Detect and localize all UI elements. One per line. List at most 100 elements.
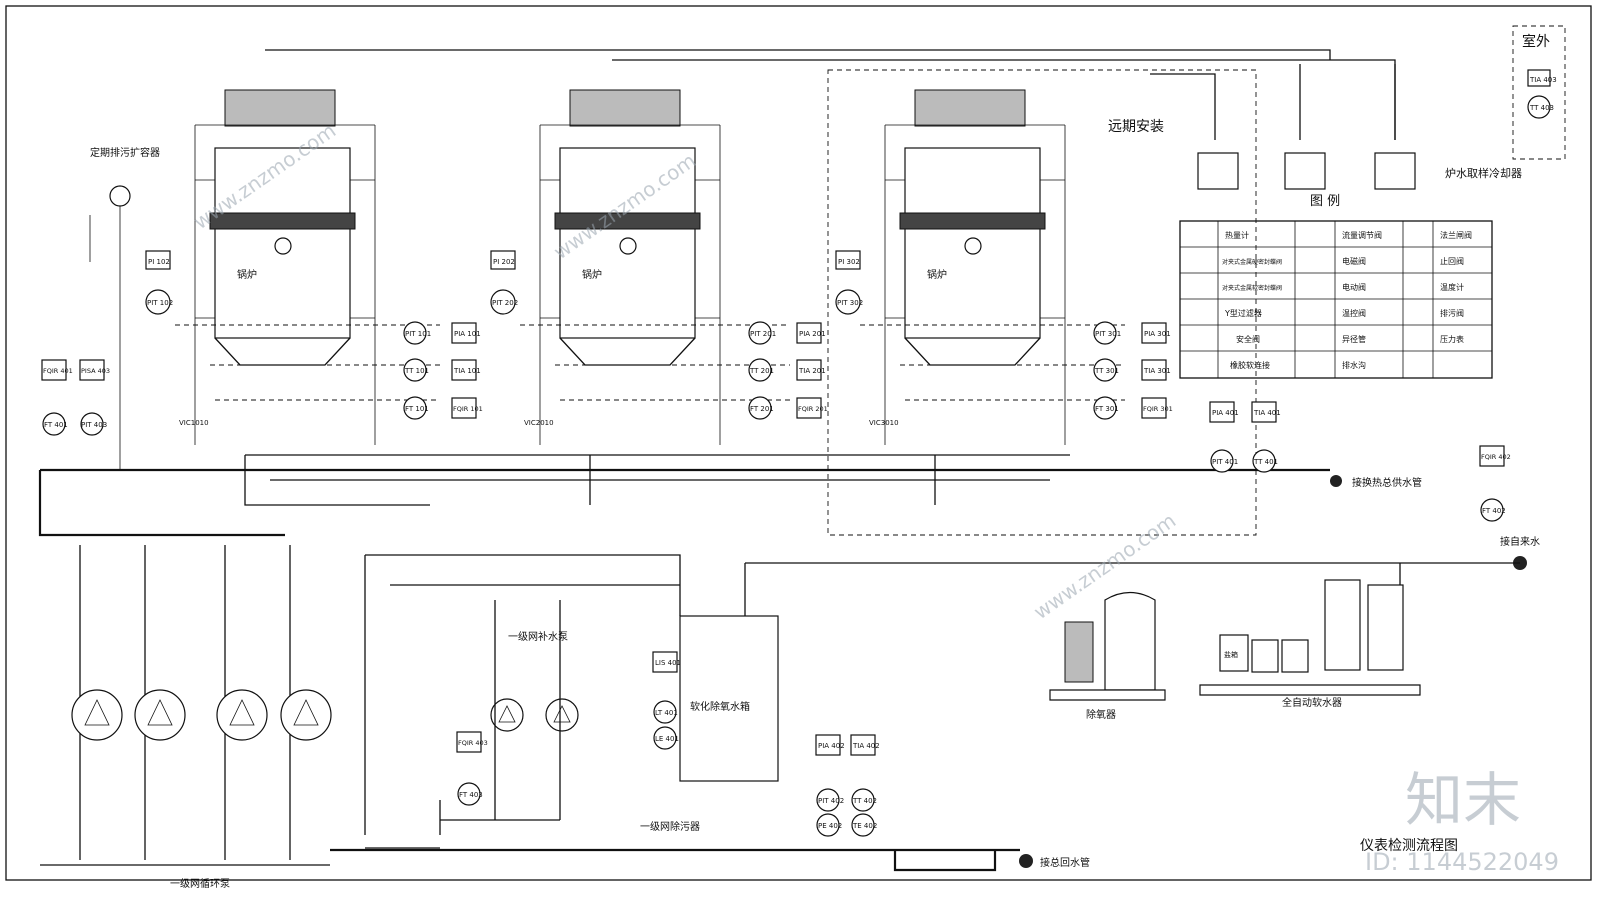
pia-101-label: PIA 101	[454, 330, 481, 338]
pia-201-box	[796, 322, 822, 344]
pit-302-label: PIT 302	[837, 299, 863, 307]
makeup-pump-label: 一级网补水泵	[508, 630, 568, 643]
drawing-frame	[5, 5, 1592, 881]
pit-403-circle	[80, 412, 104, 436]
ft-403-circle	[457, 782, 481, 806]
legend-item: 电磁阀	[1342, 256, 1366, 266]
boiler-branch-pipes	[195, 124, 1065, 319]
tia-402-label: TIA 402	[852, 742, 880, 750]
pit-403-label: PIT 403	[81, 421, 107, 429]
tt-403-circle	[1527, 95, 1551, 119]
tia-403-label: TIA 403	[1529, 76, 1557, 84]
tank-pipes	[364, 554, 681, 849]
tia-403-box	[1527, 69, 1551, 87]
lt-401-label: LT 401	[655, 709, 678, 717]
legend-item: 对夹式金属软密封蝶阀	[1222, 284, 1282, 292]
pit-102-circle	[145, 289, 171, 315]
tia-201-box	[796, 359, 822, 381]
tia-301-label: TIA 301	[1143, 367, 1171, 375]
fqir-401-label: FQIR 401	[43, 367, 73, 375]
vic-3010-label: VIC3010	[869, 419, 899, 427]
from-tap-label: 接自来水	[1500, 535, 1540, 548]
return-header-bottom	[330, 848, 1020, 872]
fqir-401-box	[41, 359, 67, 381]
te-402-label: TE 402	[852, 822, 877, 830]
salt-tank-2	[1251, 639, 1279, 673]
tt-401-label: TT 401	[1253, 458, 1278, 466]
legend-item: 温度计	[1440, 282, 1464, 292]
pi-102-label: PI 102	[148, 258, 170, 266]
outdoor-box	[1512, 25, 1566, 160]
pi-202-label: PI 202	[493, 258, 515, 266]
pi-202-box	[490, 250, 516, 270]
supply-connection-icon	[1330, 475, 1342, 487]
salt-tank-label: 盐箱	[1224, 650, 1238, 659]
tia-201-label: TIA 201	[798, 367, 826, 375]
salt-tank-1	[1219, 634, 1249, 672]
outdoor-label: 室外	[1522, 33, 1550, 50]
circulation-pump-label: 一级网循环泵	[170, 877, 230, 890]
tia-402-box	[850, 734, 876, 756]
pia-301-box	[1141, 322, 1167, 344]
ft-101-label: FT 101	[405, 405, 429, 413]
fqir-403-box	[456, 731, 482, 753]
softener-column-2	[1367, 584, 1404, 671]
legend-item: 温控阀	[1342, 308, 1366, 318]
pit-101-label: PIT 101	[405, 330, 431, 338]
tt-201-circle	[748, 358, 772, 382]
deaerator-pump	[1064, 621, 1094, 683]
legend-item: 对夹式金属硬密封蝶阀	[1222, 258, 1282, 266]
fqir-101-box	[451, 397, 477, 419]
softener-column-1	[1324, 579, 1361, 671]
pia-402-box	[815, 734, 841, 756]
boiler-3: 锅炉	[899, 89, 1046, 366]
pia-401-box	[1209, 401, 1235, 423]
legend-item: 排水沟	[1342, 360, 1366, 370]
pia-201-label: PIA 201	[799, 330, 826, 338]
ft-401-circle	[42, 412, 66, 436]
pit-202-label: PIT 202	[492, 299, 518, 307]
pit-101-circle	[403, 321, 427, 345]
to-return-label: 接总回水管	[1040, 856, 1090, 869]
boiler-2-label: 锅炉	[582, 269, 602, 281]
tt-401-circle	[1252, 449, 1276, 473]
pe-402-circle	[816, 813, 840, 837]
softener-label: 全自动软水器	[1282, 696, 1342, 709]
sample-cooler-3	[1374, 152, 1416, 190]
tia-301-box	[1141, 359, 1167, 381]
tt-403-label: TT 403	[1529, 104, 1554, 112]
ft-301-circle	[1093, 396, 1117, 420]
pit-401-circle	[1210, 449, 1234, 473]
pit-301-label: PIT 301	[1095, 330, 1121, 338]
pit-102-label: PIT 102	[147, 299, 173, 307]
flash-tank-icon	[109, 185, 131, 207]
pit-201-circle	[748, 321, 772, 345]
boiler-3-label: 锅炉	[927, 269, 947, 281]
legend: 图 例 热量计 流量调节阀 法兰闸阀 对夹式金属硬密封蝶阀 电磁阀 止回阀 对夹…	[1179, 194, 1493, 379]
ft-201-circle	[748, 396, 772, 420]
tia-401-label: TIA 401	[1253, 409, 1281, 417]
pit-401-label: PIT 401	[1212, 458, 1238, 466]
tt-301-label: TT 301	[1094, 367, 1119, 375]
boiler-side-pipes	[194, 125, 1066, 445]
fqir-201-label: FQIR 201	[798, 405, 828, 413]
fqir-403-label: FQIR 403	[458, 739, 488, 747]
fqir-101-label: FQIR 101	[453, 405, 483, 413]
sample-cooler-1	[1197, 152, 1239, 190]
pit-402-label: PIT 402	[818, 797, 844, 805]
pit-201-label: PIT 201	[750, 330, 776, 338]
legend-item: 流量调节阀	[1342, 230, 1382, 240]
fqir-402-box	[1479, 445, 1505, 467]
pi-302-box	[835, 250, 861, 270]
boiler-1-label: 锅炉	[237, 269, 257, 281]
pia-101-box	[451, 322, 477, 344]
sample-pipe-1	[1150, 73, 1216, 140]
pe-402-label: PE 402	[818, 822, 842, 830]
drawing-title: 仪表检测流程图	[1360, 838, 1458, 854]
legend-item: 橡胶软连接	[1230, 360, 1270, 370]
vic-2010-label: VIC2010	[524, 419, 554, 427]
lt-401-circle	[653, 700, 677, 724]
pisa-403-box	[79, 359, 105, 381]
return-header-left	[38, 470, 285, 537]
